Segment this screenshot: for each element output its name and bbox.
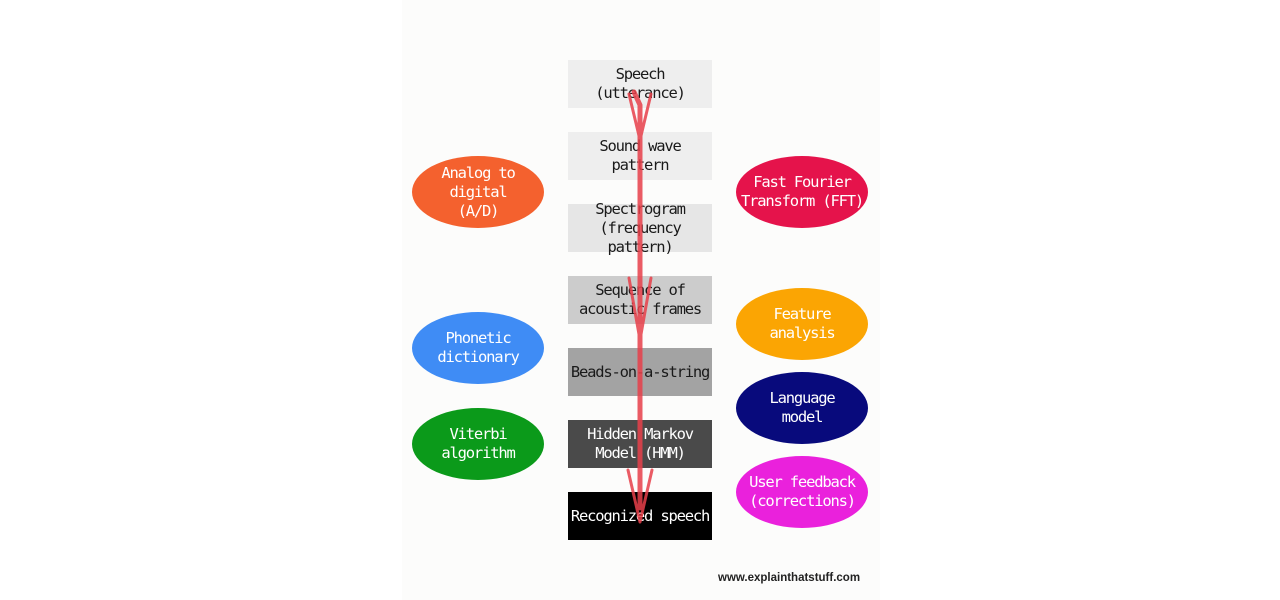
website-credit: www.explainthatstuff.com (718, 572, 861, 584)
oval-phonetic-dictionary: Phonetic dictionary (412, 312, 544, 384)
oval-viterbi-algorithm: Viterbi algorithm (412, 408, 544, 480)
oval-analog-to-digital: Analog to digital (A/D) (412, 156, 544, 228)
step-beads-on-a-string: Beads-on-a-string (568, 348, 712, 396)
step-speech-utterance: Speech (utterance) (568, 60, 712, 108)
oval-fast-fourier-transform: Fast Fourier Transform (FFT) (736, 156, 868, 228)
step-acoustic-frames: Sequence of acoustic frames (568, 276, 712, 324)
oval-feature-analysis: Feature analysis (736, 288, 868, 360)
oval-user-feedback: User feedback (corrections) (736, 456, 868, 528)
step-sound-wave-pattern: Sound wave pattern (568, 132, 712, 180)
step-hidden-markov-model: Hidden Markov Model (HMM) (568, 420, 712, 468)
oval-language-model: Language model (736, 372, 868, 444)
step-recognized-speech: Recognized speech (568, 492, 712, 540)
step-spectrogram: Spectrogram (frequency pattern) (568, 200, 712, 256)
